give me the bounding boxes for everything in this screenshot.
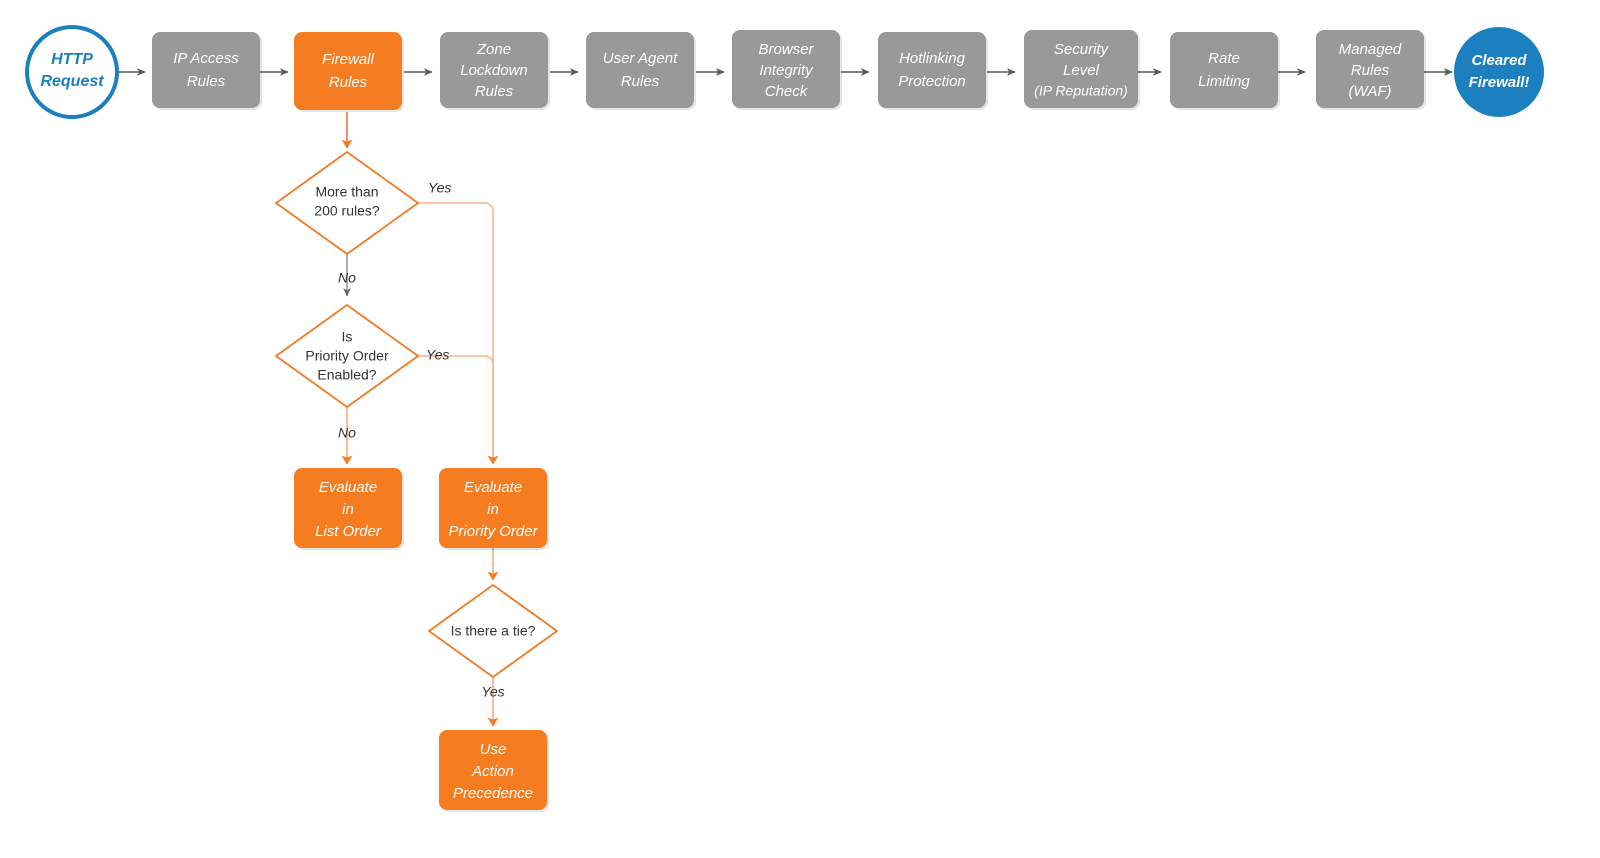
box-label-line1: Managed <box>1339 41 1402 58</box>
decision-label-line3: Enabled? <box>317 367 376 383</box>
box-label-line2: Lockdown <box>460 62 528 79</box>
box-shape <box>586 32 694 108</box>
connector-decision2-yes <box>418 355 494 455</box>
decision-label-line2: 200 rules? <box>314 203 380 219</box>
box-label-line2: Rules <box>621 73 660 90</box>
action-label-line2: in <box>487 501 499 518</box>
decision-label-line2: Priority Order <box>305 348 389 364</box>
node-evaluate-priority-order[interactable]: Evaluate in Priority Order <box>439 468 549 550</box>
node-managed-rules-waf[interactable]: Managed Rules (WAF) <box>1316 30 1426 110</box>
box-shape <box>440 32 548 108</box>
box-shape <box>294 32 402 110</box>
node-decision-more-than-200-rules[interactable]: More than 200 rules? <box>275 151 419 255</box>
box-shape <box>439 730 547 810</box>
box-label-line1: User Agent <box>603 50 678 67</box>
node-use-action-precedence[interactable]: Use Action Precedence <box>439 730 549 812</box>
end-circle-shape <box>1454 27 1544 117</box>
box-label-line2: Rules <box>329 74 368 91</box>
action-label-line3: Priority Order <box>448 523 538 540</box>
edge-label-decision2-no: No <box>338 425 356 441</box>
node-ip-access-rules[interactable]: IP Access Rules <box>152 32 262 110</box>
node-decision-priority-order-enabled[interactable]: Is Priority Order Enabled? <box>275 304 419 408</box>
box-label-line2: Level <box>1063 62 1100 79</box>
box-label-line1: Hotlinking <box>899 50 966 67</box>
decision-connectors <box>341 112 499 727</box>
box-shape <box>1024 30 1138 108</box>
edge-label-decision1-yes: Yes <box>428 180 451 196</box>
node-hotlinking-protection[interactable]: Hotlinking Protection <box>878 32 988 110</box>
end-label-line1: Cleared <box>1471 52 1527 69</box>
box-label-line2: Rules <box>187 73 226 90</box>
decision-label-line1: Is there a tie? <box>451 623 536 639</box>
box-label-line1: Browser <box>758 41 814 58</box>
decision-label-line1: More than <box>315 184 378 200</box>
action-label-line1: Evaluate <box>319 479 377 496</box>
node-rate-limiting[interactable]: Rate Limiting <box>1170 32 1280 110</box>
box-label-line3: (WAF) <box>1348 83 1391 100</box>
node-decision-is-there-a-tie[interactable]: Is there a tie? <box>428 584 558 678</box>
start-label-line2: Request <box>40 73 104 90</box>
box-shape <box>732 30 840 108</box>
box-label-line2: Rules <box>1351 62 1390 79</box>
action-label-line1: Use <box>480 741 507 758</box>
box-label-line1: Rate <box>1208 50 1240 67</box>
diamond-shape <box>275 304 419 408</box>
box-label-line2: Protection <box>898 73 966 90</box>
action-label-line3: List Order <box>315 523 382 540</box>
box-label-line3: (IP Reputation) <box>1034 83 1128 99</box>
start-label-line1: HTTP <box>51 51 93 68</box>
edge-label-decision2-yes: Yes <box>426 347 449 363</box>
box-label-line2: Integrity <box>759 62 814 79</box>
node-firewall-rules[interactable]: Firewall Rules <box>294 32 404 112</box>
box-label-line3: Check <box>765 83 809 100</box>
edge-label-decision3-yes: Yes <box>481 684 504 700</box>
box-shape <box>439 468 547 548</box>
node-browser-integrity-check[interactable]: Browser Integrity Check <box>732 30 842 110</box>
box-label-line2: Limiting <box>1198 73 1250 90</box>
box-label-line1: Zone <box>476 41 511 58</box>
node-zone-lockdown-rules[interactable]: Zone Lockdown Rules <box>440 32 550 110</box>
box-shape <box>1316 30 1424 108</box>
action-label-line2: in <box>342 501 354 518</box>
action-label-line1: Evaluate <box>464 479 522 496</box>
node-user-agent-rules[interactable]: User Agent Rules <box>586 32 696 110</box>
box-label-line1: Security <box>1054 41 1110 58</box>
node-http-request[interactable]: HTTP Request <box>25 25 119 119</box>
decision-label-line1: Is <box>342 329 353 345</box>
node-security-level[interactable]: Security Level (IP Reputation) <box>1024 30 1140 110</box>
end-label-line2: Firewall! <box>1469 74 1530 91</box>
edge-label-decision1-no: No <box>338 270 356 286</box>
action-label-line3: Precedence <box>453 785 533 802</box>
diamond-shape <box>275 151 419 255</box>
node-cleared-firewall[interactable]: Cleared Firewall! <box>1454 27 1544 117</box>
box-shape <box>1170 32 1278 108</box>
box-label-line3: Rules <box>475 83 514 100</box>
edge-labels: Yes No Yes No Yes <box>338 180 505 700</box>
start-circle-shape <box>25 25 119 119</box>
box-shape <box>152 32 260 108</box>
action-label-line2: Action <box>471 763 514 780</box>
box-shape <box>294 468 402 548</box>
box-label-line1: IP Access <box>173 50 239 67</box>
diamond-shape <box>428 584 558 678</box>
node-evaluate-list-order[interactable]: Evaluate in List Order <box>294 468 404 550</box>
box-label-line1: Firewall <box>322 51 374 68</box>
connector-decision1-yes <box>418 202 494 330</box>
box-shape <box>878 32 986 108</box>
